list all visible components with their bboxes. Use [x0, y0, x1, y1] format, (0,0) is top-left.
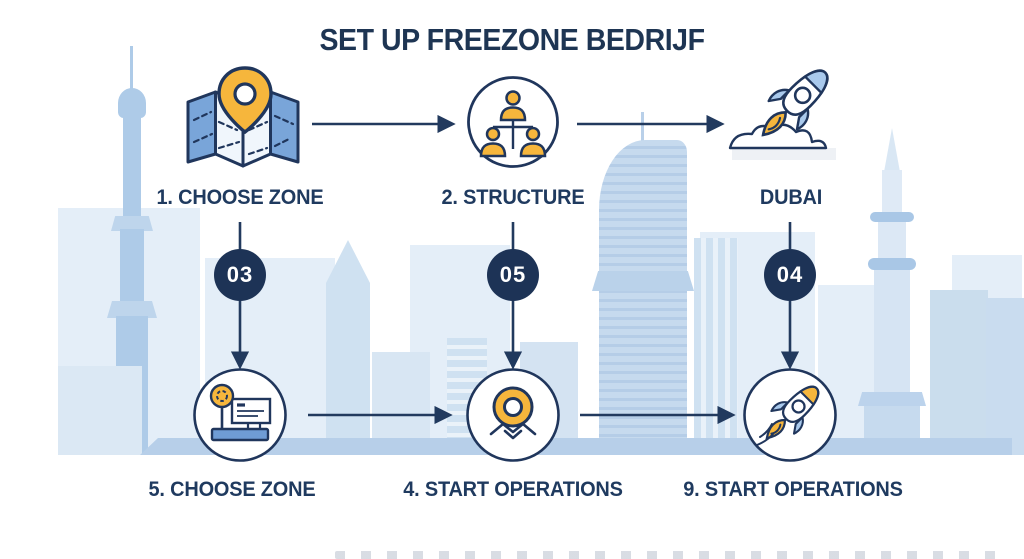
left-minaret-tier — [107, 301, 157, 318]
step-badge-03: 03 — [214, 249, 266, 301]
burj-tower-spire — [641, 112, 644, 142]
burj-tower-collar — [592, 271, 694, 291]
org-chart-icon — [467, 76, 559, 168]
label-start-operations-2: 9. START OPERATIONS — [683, 478, 903, 501]
cropped-bottom-text-artifact — [335, 551, 1007, 559]
step-badge-05: 05 — [487, 249, 539, 301]
left-minaret-tier — [111, 216, 153, 231]
label-dubai: DUBAI — [759, 186, 823, 209]
label-step-choose-zone: 1. CHOOSE ZONE — [156, 186, 324, 209]
right-minaret-tier — [858, 392, 926, 406]
registration-desk-icon — [193, 368, 287, 462]
building-silhouette — [986, 298, 1024, 455]
right-minaret-band — [868, 258, 916, 270]
label-start-operations-1: 4. START OPERATIONS — [403, 478, 623, 501]
left-minaret-spire — [130, 46, 133, 92]
burj-tower-body — [599, 140, 687, 455]
pointed-tower — [326, 240, 370, 455]
building-silhouette — [372, 352, 430, 455]
label-step-choose-zone-2: 5. CHOOSE ZONE — [148, 478, 316, 501]
left-minaret-bulb — [118, 88, 146, 118]
page-title: SET UP FREEZONE BEDRIJF — [319, 22, 705, 57]
right-minaret-shaft — [882, 170, 902, 214]
rocket-launch-clouds-icon — [728, 69, 836, 160]
right-minaret-shaft — [878, 222, 906, 262]
label-step-structure: 2. STRUCTURE — [441, 186, 585, 209]
right-minaret-shaft — [874, 270, 910, 394]
right-minaret-band — [870, 212, 914, 222]
location-ring-map-icon — [466, 368, 560, 462]
building-silhouette — [58, 366, 142, 455]
left-minaret-shaft — [120, 229, 144, 303]
map-location-pin-icon — [186, 66, 300, 168]
left-minaret-shaft — [123, 114, 141, 218]
step-badge-04: 04 — [764, 249, 816, 301]
building-silhouette — [930, 290, 988, 455]
rocket-icon — [743, 368, 837, 462]
